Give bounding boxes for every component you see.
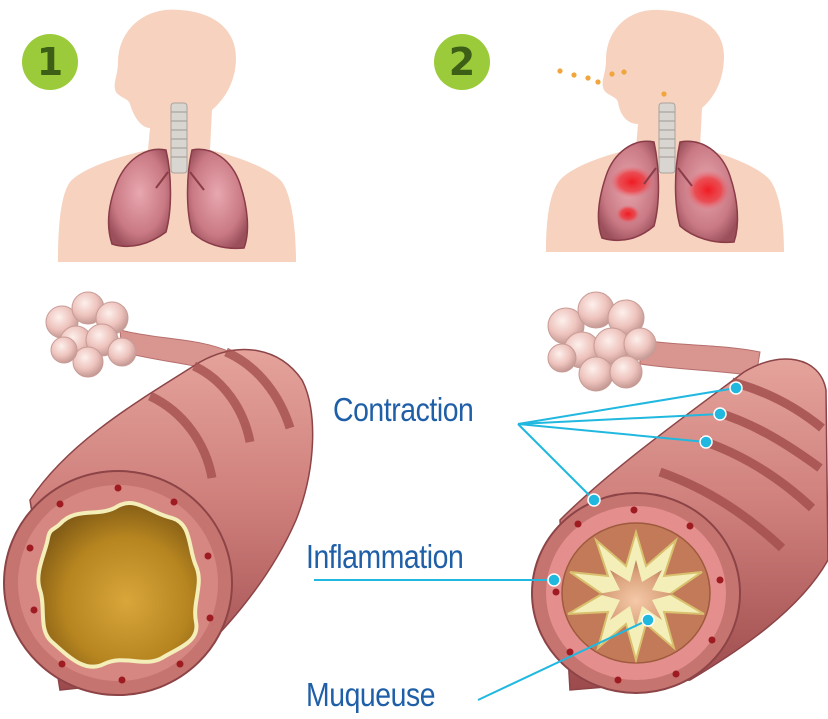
- label-muqueuse: Muqueuse: [306, 676, 435, 714]
- bronchus-asthma: [532, 292, 828, 693]
- trachea-icon: [171, 103, 187, 173]
- inflammation-spot: [610, 166, 654, 198]
- inflammation-spot: [616, 205, 640, 223]
- label-inflammation: Inflammation: [306, 538, 463, 576]
- panel-1-person: [58, 10, 296, 262]
- inflammation-spot: [686, 170, 730, 210]
- step-badge-2: 2: [434, 34, 490, 90]
- bronchiole-stalk: [640, 340, 760, 376]
- label-contraction: Contraction: [333, 391, 473, 429]
- trachea-icon: [659, 103, 675, 173]
- airway-lumen-normal: [38, 503, 198, 667]
- step-badge-number: 1: [37, 43, 63, 81]
- panel-2-person: [546, 10, 784, 252]
- alveoli-cluster-icon: [548, 292, 656, 391]
- step-badge-1: 1: [22, 34, 78, 90]
- step-badge-number: 2: [449, 43, 475, 81]
- bronchus-normal: [4, 292, 313, 695]
